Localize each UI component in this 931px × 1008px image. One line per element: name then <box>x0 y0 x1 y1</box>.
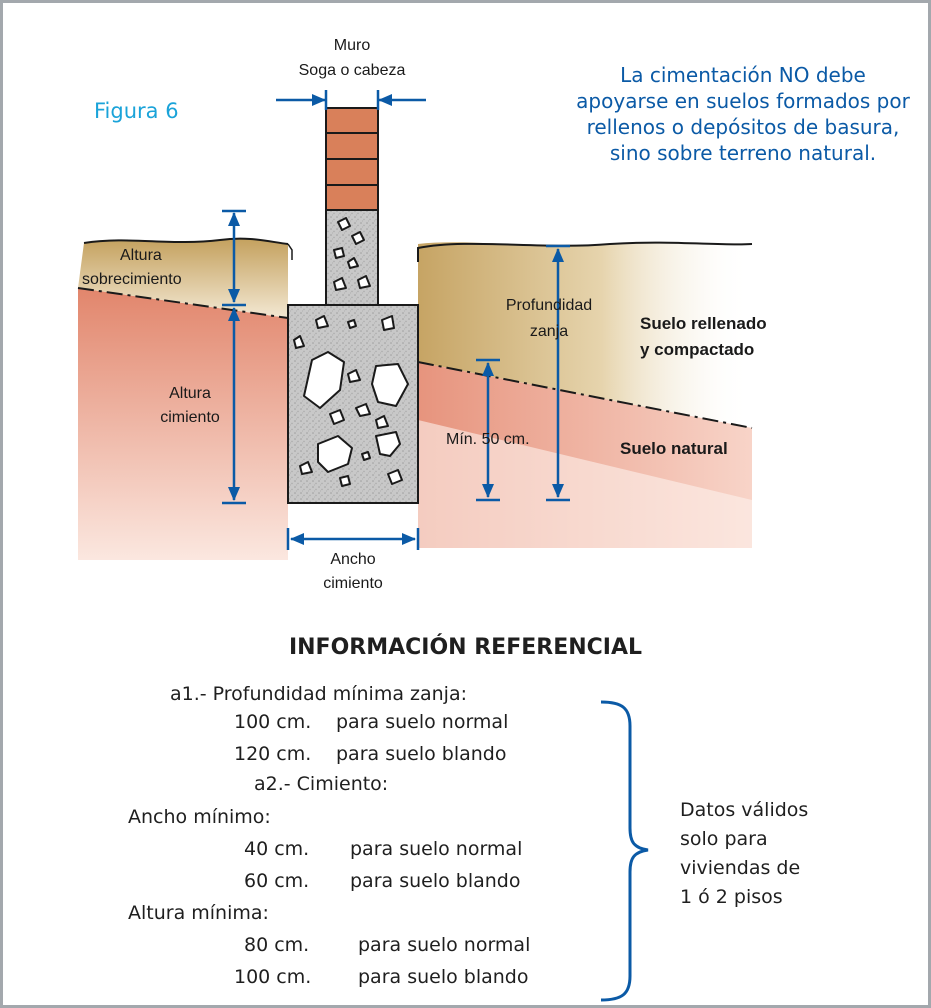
fill-soil-label-1: Suelo rellenado <box>640 314 767 333</box>
profundidad-label-2: zanja <box>529 323 569 340</box>
figure-label: Figura 6 <box>94 99 179 123</box>
min-depth-label: Mín. 50 cm. <box>446 431 530 448</box>
a1-desc-1: para suelo normal <box>336 711 509 733</box>
dimension-arrows <box>222 90 570 550</box>
figure-note: La cimentación NO debe apoyarse en suelo… <box>576 63 910 165</box>
ancho-value-2: 60 cm. <box>244 870 310 892</box>
fill-soil-label-2: y compactado <box>640 340 755 359</box>
altura-cimiento-label-1: Altura <box>169 385 211 402</box>
brick-wall <box>325 107 379 211</box>
a1-value-1: 100 cm. <box>234 711 312 733</box>
a1-heading: a1.- Profundidad mínima zanja: <box>170 683 468 705</box>
altura-sobrecimiento-label-1: Altura <box>120 247 162 264</box>
ancho-desc-1: para suelo normal <box>350 838 523 860</box>
note-line-3: viviendas de <box>680 857 801 879</box>
a1-desc-2: para suelo blando <box>336 743 507 765</box>
altura-value-1: 80 cm. <box>244 934 310 956</box>
note-line-1: Datos válidos <box>680 799 809 821</box>
ancho-value-1: 40 cm. <box>244 838 310 860</box>
ground-surface-right <box>417 241 753 262</box>
ancho-label-2: cimiento <box>323 575 383 592</box>
altura-desc-1: para suelo normal <box>358 934 531 956</box>
altura-value-2: 100 cm. <box>234 966 312 988</box>
note-line-2: solo para <box>680 828 768 850</box>
altura-sobrecimiento-label-2: sobrecimiento <box>82 271 182 288</box>
wall-label: Muro <box>333 37 371 54</box>
brace <box>600 700 649 1002</box>
ancho-desc-2: para suelo blando <box>350 870 521 892</box>
fill-soil-right <box>418 242 752 428</box>
altura-minima-label: Altura mínima: <box>128 902 269 924</box>
stones <box>293 217 409 487</box>
ground-surface-left <box>83 237 289 245</box>
info-title: INFORMACIÓN REFERENCIAL <box>288 635 643 660</box>
wall-type-label: Soga o cabeza <box>298 62 406 79</box>
a1-value-2: 120 cm. <box>234 743 312 765</box>
ancho-label-1: Ancho <box>330 551 376 568</box>
altura-cimiento-label-2: cimiento <box>160 409 220 426</box>
ancho-minimo-label: Ancho mínimo: <box>128 806 271 828</box>
a2-heading: a2.- Cimiento: <box>254 773 389 795</box>
natural-soil-boundary-left <box>77 287 289 319</box>
altura-desc-2: para suelo blando <box>358 966 529 988</box>
natural-soil-label: Suelo natural <box>620 439 728 458</box>
natural-soil-boundary-right <box>417 361 753 429</box>
note-line-4: 1 ó 2 pisos <box>680 886 783 908</box>
sobrecimiento <box>325 209 379 306</box>
profundidad-label-1: Profundidad <box>505 297 593 314</box>
